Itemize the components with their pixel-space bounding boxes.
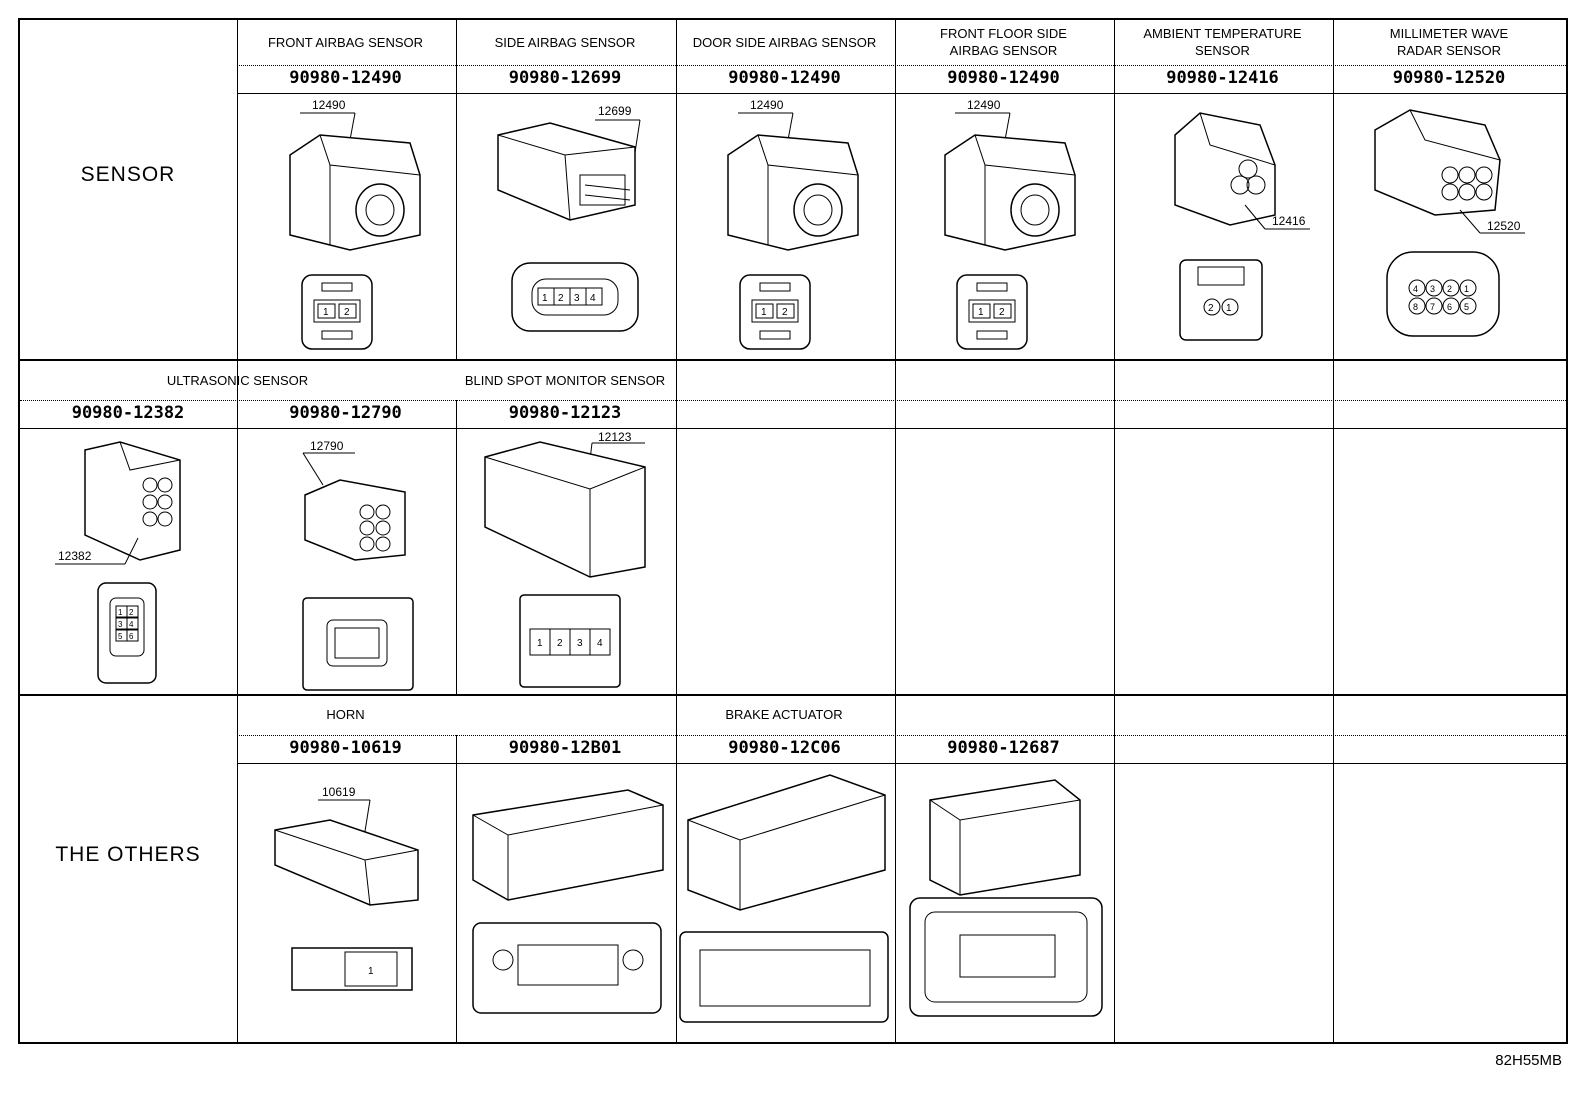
svg-text:2: 2 <box>782 307 788 318</box>
svg-text:4: 4 <box>590 293 596 304</box>
cell-name: AMBIENT TEMPERATURE SENSOR <box>1143 26 1302 58</box>
svg-text:4: 4 <box>129 620 134 629</box>
svg-text:12123: 12123 <box>598 430 632 444</box>
svg-text:2: 2 <box>344 307 350 318</box>
svg-text:3: 3 <box>1430 284 1435 294</box>
part-number: 90980-12123 <box>508 403 622 423</box>
svg-text:12699: 12699 <box>598 104 632 118</box>
group-label-sensor: SENSOR <box>80 163 176 186</box>
svg-text:1: 1 <box>368 966 374 977</box>
cell-name-brake: BRAKE ACTUATOR <box>725 706 843 722</box>
svg-text:2: 2 <box>1447 284 1452 294</box>
svg-text:5: 5 <box>118 632 123 641</box>
svg-text:2: 2 <box>129 608 134 617</box>
part-number: 90980-12416 <box>1166 68 1279 88</box>
svg-text:3: 3 <box>574 293 580 304</box>
svg-text:1: 1 <box>978 307 984 318</box>
brake-12c06-drawing <box>679 774 889 1023</box>
group-label-others: THE OTHERS <box>55 843 201 866</box>
svg-text:12490: 12490 <box>750 98 784 112</box>
part-number: 90980-12699 <box>508 68 622 88</box>
cell-name-blind-spot: BLIND SPOT MONITOR SENSOR <box>464 372 666 388</box>
blind-spot-12123-drawing: 12123 1 2 3 4 <box>484 430 646 688</box>
svg-text:6: 6 <box>129 632 134 641</box>
airbag-connector-drawing: 12490 1 2 <box>289 98 421 350</box>
svg-text:1: 1 <box>1464 284 1469 294</box>
svg-text:6: 6 <box>1447 302 1452 312</box>
ultrasonic-12382-drawing: 12382 1 2 3 4 5 6 <box>55 441 181 684</box>
callout-label: 12490 <box>312 98 346 112</box>
svg-text:2: 2 <box>557 638 563 649</box>
svg-text:2: 2 <box>999 307 1005 318</box>
part-number: 90980-12520 <box>1392 68 1506 88</box>
cell-name-horn: HORN <box>326 706 365 722</box>
front-floor-airbag-connector-drawing: 12490 1 2 <box>944 98 1076 350</box>
cell-name: FRONT AIRBAG SENSOR <box>267 34 424 50</box>
svg-text:12520: 12520 <box>1487 219 1521 233</box>
svg-text:8: 8 <box>1413 302 1418 312</box>
part-number: 90980-12490 <box>289 68 402 88</box>
cell-name: SIDE AIRBAG SENSOR <box>494 34 636 50</box>
brake-12b01-drawing <box>472 789 664 1014</box>
part-number: 90980-12C06 <box>728 738 841 758</box>
svg-text:2: 2 <box>558 293 564 304</box>
radar-sensor-connector-drawing: 12520 4 3 2 1 8 7 6 5 <box>1374 109 1525 337</box>
svg-text:4: 4 <box>1413 284 1418 294</box>
door-side-airbag-connector-drawing: 12490 1 2 <box>727 98 859 350</box>
document-code: 82H55MB <box>1495 1052 1562 1069</box>
part-number: 90980-12490 <box>728 68 841 88</box>
svg-text:5: 5 <box>1464 302 1469 312</box>
svg-text:4: 4 <box>597 638 603 649</box>
svg-text:10619: 10619 <box>322 785 356 799</box>
svg-text:12416: 12416 <box>1272 214 1306 228</box>
part-number: 90980-12382 <box>71 403 185 423</box>
svg-text:1: 1 <box>761 307 767 318</box>
svg-text:1: 1 <box>537 638 543 649</box>
svg-text:12382: 12382 <box>58 549 92 563</box>
svg-text:1: 1 <box>542 293 548 304</box>
svg-text:12790: 12790 <box>310 439 344 453</box>
cell-name: DOOR SIDE AIRBAG SENSOR <box>692 34 877 50</box>
ultrasonic-12790-drawing: 12790 <box>302 439 414 691</box>
brake-12687-drawing <box>909 779 1103 1017</box>
svg-text:1: 1 <box>323 307 329 318</box>
svg-text:1: 1 <box>118 608 123 617</box>
cell-name: MILLIMETER WAVE RADAR SENSOR <box>1389 26 1509 58</box>
part-number: 90980-12490 <box>947 68 1060 88</box>
connector-table <box>18 18 1568 1044</box>
part-number: 90980-12790 <box>289 403 402 423</box>
part-number: 90980-12B01 <box>508 738 622 758</box>
svg-text:7: 7 <box>1430 302 1435 312</box>
svg-text:1: 1 <box>1226 303 1232 314</box>
cell-name-ultrasonic: ULTRASONIC SENSOR <box>166 372 309 388</box>
part-number: 90980-10619 <box>289 738 402 758</box>
svg-text:2: 2 <box>1208 303 1214 314</box>
svg-text:3: 3 <box>118 620 123 629</box>
ambient-temp-connector-drawing: 12416 2 1 <box>1174 112 1310 341</box>
cell-name: FRONT FLOOR SIDE AIRBAG SENSOR <box>940 26 1067 58</box>
part-number: 90980-12687 <box>947 738 1060 758</box>
svg-text:12490: 12490 <box>967 98 1001 112</box>
side-airbag-connector-drawing: 12699 1 2 3 4 <box>497 104 641 332</box>
svg-text:3: 3 <box>577 638 583 649</box>
horn-10619-drawing: 10619 1 <box>274 785 419 991</box>
